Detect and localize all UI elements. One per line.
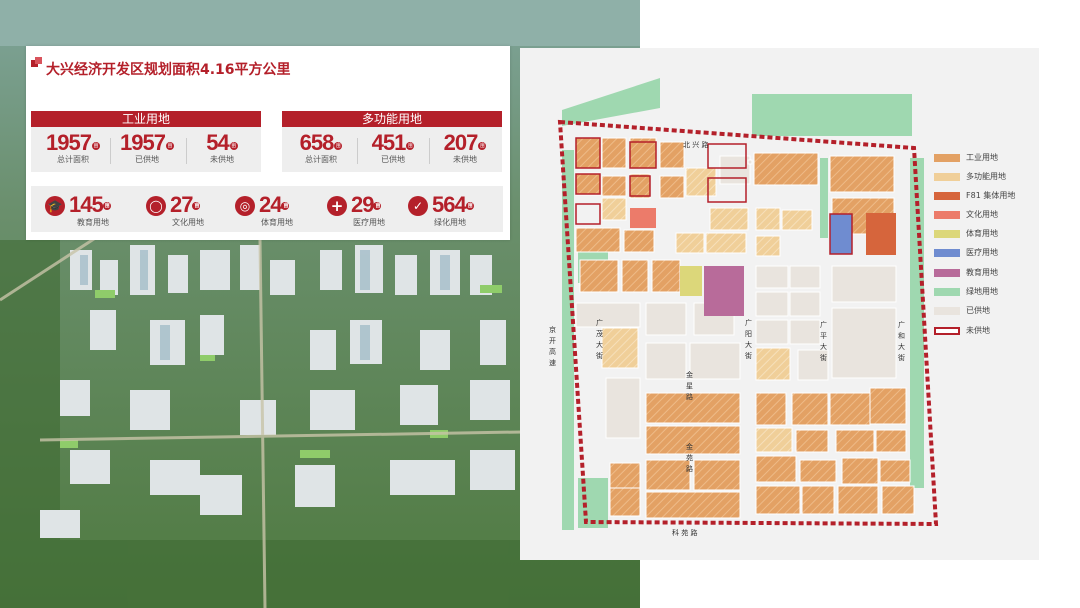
industrial-parcels	[575, 137, 915, 519]
education-parcel	[704, 266, 744, 316]
sports-parcel	[680, 266, 702, 296]
card-title: 大兴经济开发区规划面积4.16平方公里	[46, 62, 291, 78]
supplied-parcels	[575, 155, 897, 439]
collective-parcel	[866, 213, 896, 255]
multifunction-parcels	[601, 167, 813, 453]
road-label-guangmao: 广 茂 大 街	[596, 319, 603, 360]
medical-parcel	[830, 214, 852, 254]
industrial-land-band: 工业用地	[31, 111, 261, 127]
divider	[357, 138, 358, 164]
district-boundary	[557, 119, 939, 527]
road-label-guanghe: 广 和 大 街	[898, 321, 905, 362]
road-label-guangyang: 广 阳 大 街	[745, 319, 752, 360]
title-marker-icon	[31, 57, 43, 72]
multifunction-stat-box	[282, 127, 502, 172]
road-label-south: 科 苑 路	[672, 529, 698, 537]
land-use-map	[557, 78, 939, 530]
road-label-north: 北 兴 路	[683, 141, 709, 149]
basketball-icon: ◎	[235, 196, 255, 216]
unsupplied-outlines	[575, 137, 853, 255]
industrial-stat-box	[31, 127, 261, 172]
road-label-jinxing: 金 星 路	[686, 371, 693, 401]
multifunction-land-band: 多功能用地	[282, 111, 502, 127]
road-label-jinyuan: 金 苑 路	[686, 443, 693, 473]
road-label-guangping: 广 平 大 街	[820, 321, 827, 362]
road-label-west: 京 开 高 速	[549, 326, 556, 367]
divider	[429, 138, 430, 164]
culture-icon: ◯	[146, 196, 166, 216]
medical-cross-icon: +	[327, 196, 347, 216]
divider	[186, 138, 187, 164]
culture-parcel	[630, 208, 656, 228]
divider	[110, 138, 111, 164]
graduation-cap-icon: 🎓	[45, 196, 65, 216]
checkmark-leaf-icon: ✓	[408, 196, 428, 216]
